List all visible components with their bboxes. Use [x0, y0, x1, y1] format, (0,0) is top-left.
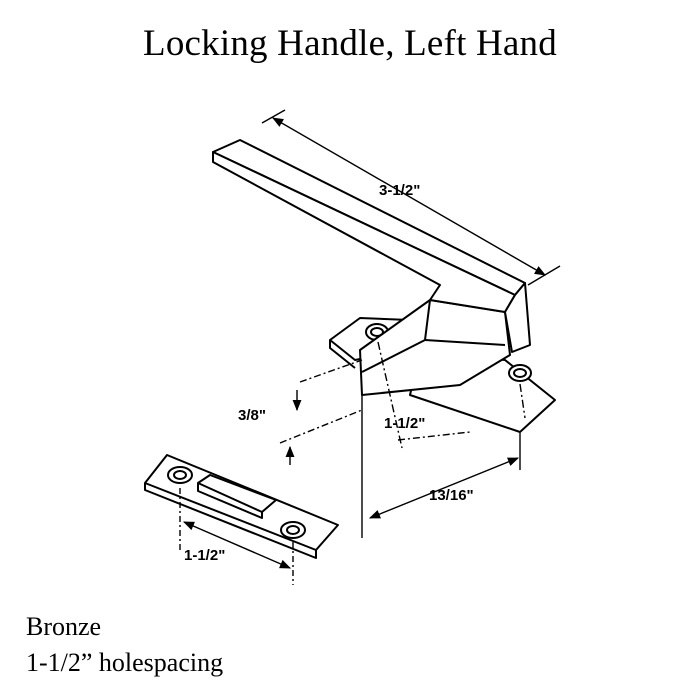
dim-line-handle-length: [272, 117, 546, 276]
dim-label-offset: 13/16": [429, 487, 474, 504]
dim-line-offset: [368, 457, 520, 519]
page-title: Locking Handle, Left Hand: [143, 23, 557, 64]
handle-lever: [212, 139, 526, 296]
dim-label-height: 3/8": [238, 407, 266, 424]
keeper-plate: [144, 454, 339, 559]
holespacing-label: 1-1/2” holespacing: [26, 648, 224, 677]
dim-line-base-holespacing: [397, 431, 471, 441]
keeper-slot: [197, 474, 277, 513]
dim-label-keeper-holespacing: 1-1/2": [184, 547, 225, 564]
dim-line-keeper-holespacing: [182, 521, 292, 569]
dim-label-base-holespacing: 1-1/2": [384, 415, 425, 432]
dim-label-handle-length: 3-1/2": [379, 182, 420, 199]
finish-label: Bronze: [26, 612, 102, 641]
